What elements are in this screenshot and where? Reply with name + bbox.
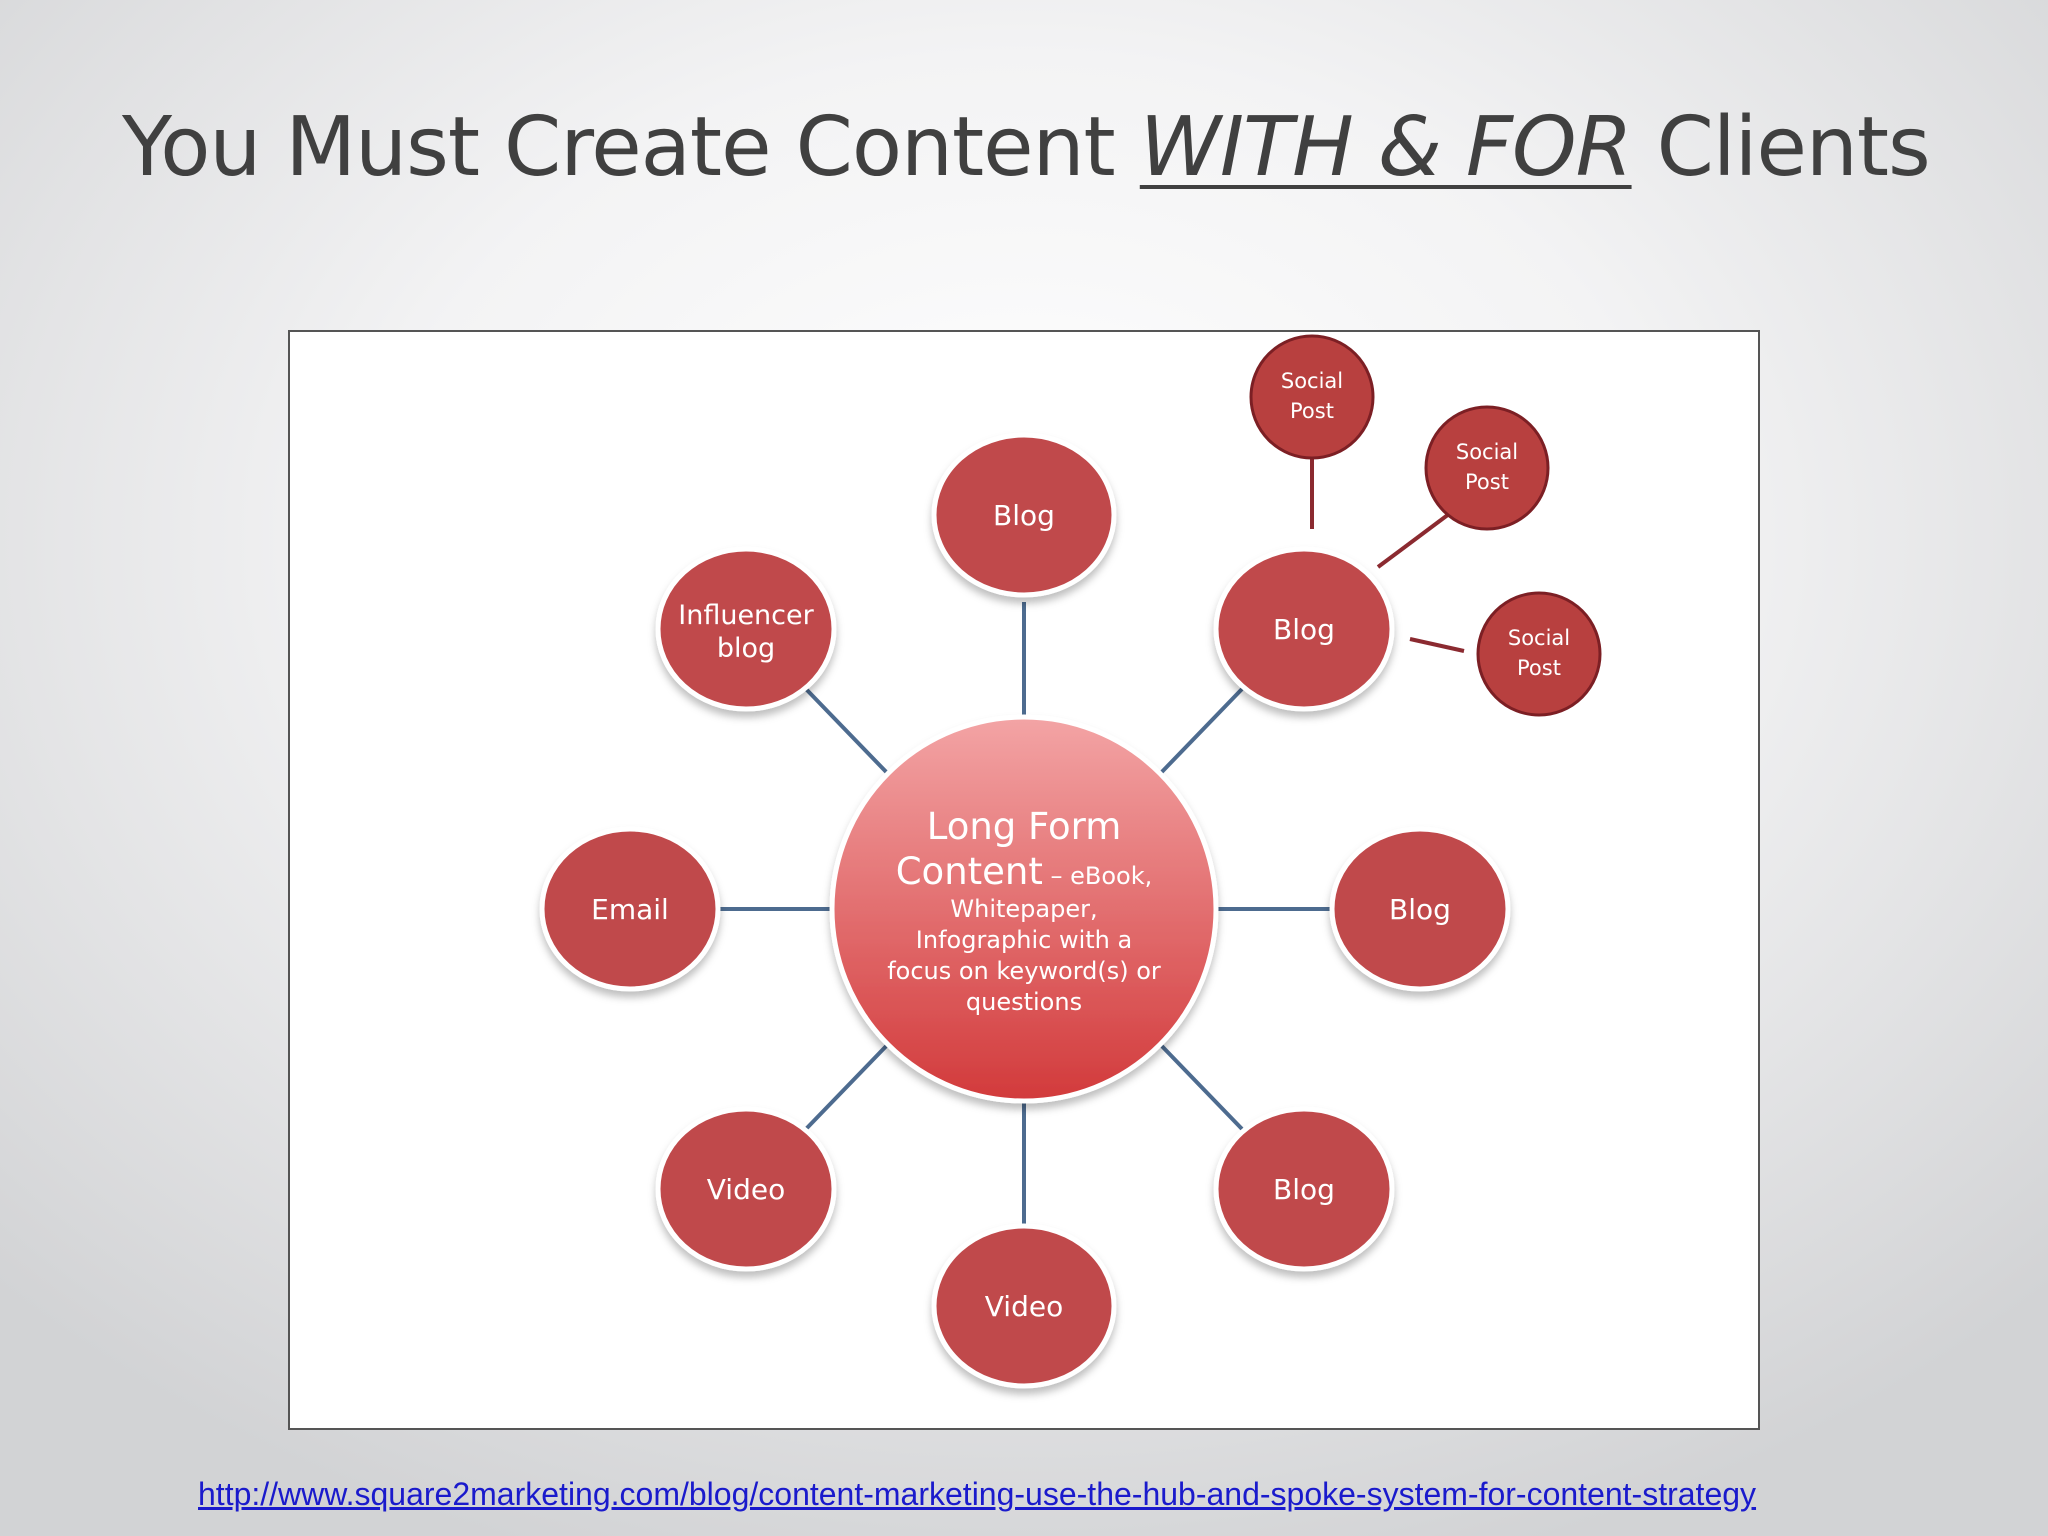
node-video-bottom-circle (931, 1223, 1117, 1389)
hub-circle (829, 714, 1219, 1104)
node-influencer-line1: Influencer (678, 600, 814, 631)
node-blog-right-label: Blog (1389, 893, 1451, 926)
hub-line3: Whitepaper, (950, 895, 1097, 923)
node-social-post-3: Social Post (1476, 591, 1602, 717)
node-video-bottom: Video (931, 1223, 1117, 1389)
title-emphasis: WITH & FOR (1139, 100, 1633, 195)
hub-node: Long Form Content – eBook, Whitepaper, I… (829, 714, 1219, 1104)
hub-spoke-diagram: Blog Influencer blog Blog Email Blog Vid… (539, 334, 1602, 1389)
node-video-left-label: Video (707, 1173, 785, 1206)
social-line-2 (1376, 512, 1451, 569)
spoke-line-bottom-right (1154, 1038, 1244, 1131)
slide-title: You Must Create Content WITH & FOR Clien… (122, 100, 1931, 195)
hub-line6: questions (966, 988, 1082, 1016)
node-blog-top: Blog (931, 432, 1117, 598)
social-post-3-line1: Social (1508, 626, 1570, 650)
spoke-line-top-right (1154, 687, 1244, 780)
hub-line4: Infographic with a (916, 926, 1132, 954)
node-blog-top-label: Blog (993, 499, 1055, 532)
spoke-line-bottom-left (804, 1038, 894, 1131)
node-social-post-2: Social Post (1424, 405, 1550, 531)
social-post-2-line2: Post (1465, 470, 1509, 494)
node-blog-right: Blog (1329, 826, 1511, 992)
node-blog-bottom-right-label: Blog (1273, 1173, 1335, 1206)
title-before: You Must Create Content (122, 100, 1140, 195)
hub-line2-main: Content (896, 850, 1043, 893)
node-email-label: Email (591, 893, 669, 926)
social-post-2-line1: Social (1456, 440, 1518, 464)
node-video-left: Video (655, 1106, 837, 1272)
social-post-3-line2: Post (1517, 656, 1561, 680)
node-blog-right-circle (1329, 826, 1511, 992)
social-line-3 (1409, 637, 1465, 653)
title-after: Clients (1631, 100, 1931, 195)
node-blog-top-right: Blog (1213, 546, 1395, 712)
node-blog-top-circle (931, 432, 1117, 598)
node-influencer-blog-circle (655, 546, 837, 712)
hub-line1: Long Form (927, 805, 1122, 848)
hub-line2-sub: – eBook, (1043, 862, 1152, 890)
node-blog-top-right-circle (1213, 546, 1395, 712)
source-link[interactable]: http://www.square2marketing.com/blog/con… (198, 1476, 1757, 1512)
spoke-line-top-left (804, 687, 894, 780)
node-video-left-circle (655, 1106, 837, 1272)
node-social-post-1-circle (1249, 334, 1375, 460)
node-blog-bottom-right: Blog (1213, 1106, 1395, 1272)
social-post-1-line1: Social (1281, 369, 1343, 393)
hub-line2: Content – eBook, (896, 850, 1153, 893)
node-social-post-2-circle (1424, 405, 1550, 531)
node-influencer-blog: Influencer blog (655, 546, 837, 712)
node-blog-bottom-right-circle (1213, 1106, 1395, 1272)
node-social-post-3-circle (1476, 591, 1602, 717)
diagram-panel: Blog Influencer blog Blog Email Blog Vid… (288, 330, 1760, 1430)
node-email-circle (539, 826, 721, 992)
node-email: Email (539, 826, 721, 992)
node-influencer-line2: blog (717, 633, 775, 664)
node-social-post-1: Social Post (1249, 334, 1375, 460)
hub-line5: focus on keyword(s) or (887, 957, 1161, 985)
node-video-bottom-label: Video (985, 1290, 1063, 1323)
social-post-1-line2: Post (1290, 399, 1334, 423)
node-blog-top-right-label: Blog (1273, 613, 1335, 646)
